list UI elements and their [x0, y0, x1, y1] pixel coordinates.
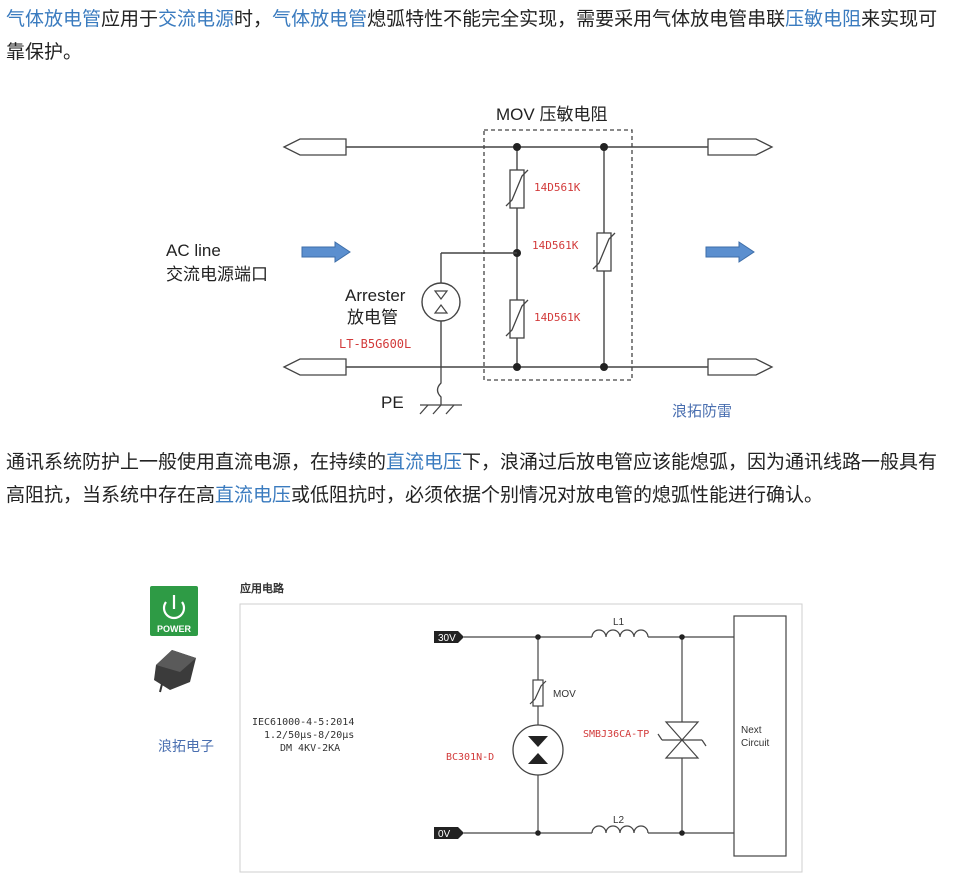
arrester-part-label: LT-B5G600L: [339, 337, 411, 351]
tvs-label: SMBJ36CA-TP: [583, 729, 649, 740]
l1-label: L1: [613, 617, 625, 628]
inline-text: 下，浪涌过后放电管应该能熄弧，因为通讯线路一般具有高阻抗，当系统中存在高: [6, 451, 938, 506]
inline-link[interactable]: 交流电源: [158, 8, 235, 30]
gdt-symbol: [512, 724, 564, 776]
tvs-symbol: [664, 721, 700, 741]
standard-line-2: 1.2/50μs-8/20μs: [264, 730, 354, 741]
inline-link[interactable]: 气体放电管: [6, 8, 102, 30]
flow-arrow-right: [705, 241, 755, 263]
communication-paragraph: 通讯系统防护上一般使用直流电源，在持续的直流电压下，浪涌过后放电管应该能熄弧，因…: [6, 446, 950, 512]
power-icon-label: POWER: [157, 624, 192, 634]
next-circuit-block: [733, 615, 787, 857]
mov-arrester-circuit-diagram: MOV 压敏电阻 14D561K 14D561K 14D561K AC line…: [166, 105, 774, 420]
inductor-l1: [591, 629, 649, 638]
inline-text: 通讯系统防护上一般使用直流电源，在持续的: [6, 451, 387, 473]
mov-title: MOV 压敏电阻: [496, 105, 607, 124]
l2-label: L2: [613, 815, 625, 826]
rail-top-label: 30V: [438, 633, 456, 644]
ac-line-label-en: AC line: [166, 241, 221, 260]
arrester-label-en: Arrester: [345, 286, 406, 305]
inline-link[interactable]: 直流电压: [215, 484, 292, 506]
inline-text: 应用于: [101, 8, 159, 30]
rail-bottom-tag: [434, 827, 464, 839]
standard-line-1: IEC61000-4-5:2014: [252, 717, 354, 728]
inline-text: 或低阻抗时，必须依据个别情况对放电管的熄弧性能进行确认。: [291, 484, 824, 506]
standard-line-3: DM 4KV-2KA: [280, 743, 340, 754]
arrester-label-cn: 放电管: [347, 308, 398, 328]
next-circuit-line-2: Circuit: [741, 738, 770, 749]
inline-link[interactable]: 直流电压: [386, 451, 463, 473]
mov-part-label-3: 14D561K: [534, 311, 581, 324]
gdt-label: BC301N-D: [446, 752, 494, 763]
inline-text: 时，: [234, 8, 273, 30]
rail-top-tag: [434, 631, 464, 643]
terminal-right-bottom: [707, 358, 774, 376]
section-title: 应用电路: [240, 581, 285, 595]
flow-arrow-left: [301, 241, 351, 263]
watermark-1: 浪拓防雷: [672, 402, 732, 420]
inductor-l2: [591, 825, 649, 834]
terminal-right-top: [707, 138, 774, 156]
watermark-2: 浪拓电子: [158, 739, 214, 755]
pe-label: PE: [381, 393, 404, 412]
next-circuit-line-1: Next: [741, 725, 762, 736]
intro-paragraph: 气体放电管应用于交流电源时，气体放电管熄弧特性不能完全实现，需要采用气体放电管串…: [6, 3, 950, 69]
mov-label: MOV: [553, 689, 576, 700]
inline-text: 来实现可靠保护。: [6, 8, 938, 63]
rail-bottom-label: 0V: [438, 829, 451, 840]
inline-link[interactable]: 气体放电管: [272, 8, 368, 30]
inline-link[interactable]: 压敏电阻: [785, 8, 862, 30]
mov-part-label-1: 14D561K: [534, 181, 581, 194]
mov-dashed-box: [483, 129, 633, 381]
ac-line-label-cn: 交流电源端口: [166, 265, 268, 285]
inline-text: 熄弧特性不能完全实现，需要采用气体放电管串联: [367, 8, 786, 30]
power-adapter-icon: [154, 650, 196, 693]
power-icon: [150, 586, 198, 636]
mov-part-label-2: 14D561K: [532, 239, 579, 252]
